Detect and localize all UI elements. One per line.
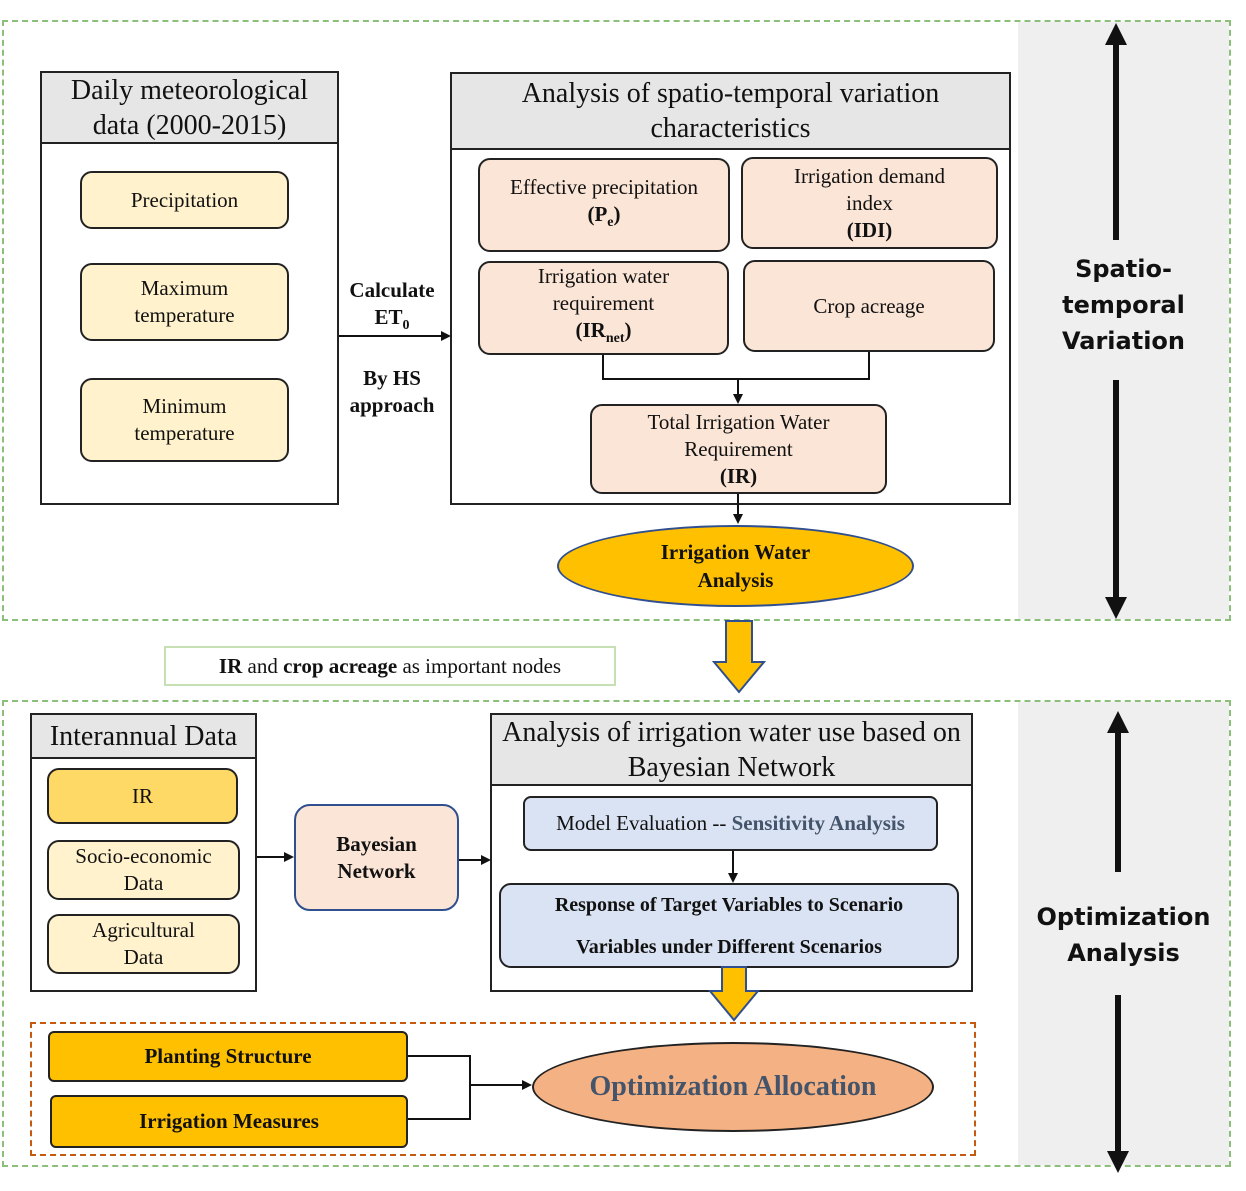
irnet-label: Irrigation water requirement: [537, 264, 670, 316]
optimization-allocation-ellipse: Optimization Allocation: [532, 1042, 934, 1132]
et-main: ET: [374, 304, 403, 329]
pe-sub: e: [607, 215, 614, 231]
irnet-crop-connector: [602, 352, 870, 380]
effective-precipitation-box: Effective precipitation (Pe): [478, 158, 730, 252]
note-text: IR and crop acreage as important nodes: [219, 654, 561, 679]
et0-symbol: ET0: [374, 304, 409, 339]
bottom-section-frame: [2, 700, 1231, 1167]
irnet-box: Irrigation water requirement (IRnet): [478, 261, 729, 355]
total-ir-label: Total Irrigation Water Requirement: [647, 409, 830, 461]
important-nodes-note: IR and crop acreage as important nodes: [164, 646, 616, 686]
ir-data-box: IR: [47, 768, 238, 824]
min-temperature-box: Minimum temperature: [80, 378, 289, 462]
opt-side-line1: Optimization: [1036, 903, 1211, 931]
note-bold-crop: crop acreage: [283, 653, 398, 678]
interannual-data-title: Interannual Data: [32, 715, 255, 759]
planting-structure-box: Planting Structure: [48, 1031, 408, 1082]
model-evaluation-box: Model Evaluation -- Sensitivity Analysis: [523, 796, 938, 851]
block-arrow-top: [711, 620, 767, 694]
response-line2: Variables under Different Scenarios: [576, 935, 882, 958]
measures-connector: [408, 1055, 471, 1120]
optimization-analysis-label: Optimization Analysis: [1018, 898, 1229, 972]
crop-acreage-box: Crop acreage: [743, 260, 995, 352]
response-variables-box: Response of Target Variables to Scenario…: [499, 883, 959, 968]
note-bold-ir: IR: [218, 653, 243, 678]
agricultural-data-box: Agricultural Data: [47, 914, 240, 974]
eval-plain: Model Evaluation --: [556, 811, 732, 835]
response-line1: Response of Target Variables to Scenario: [554, 893, 904, 916]
sensitivity-analysis-text: Sensitivity Analysis: [731, 811, 905, 835]
hs-approach-label: By HS approach: [340, 364, 444, 420]
socio-economic-data-box: Socio-economic Data: [47, 840, 240, 900]
meteo-data-title: Daily meteorological data (2000-2015): [42, 73, 337, 144]
by-hs-text: By HS: [363, 366, 421, 390]
irrigation-measures-box: Irrigation Measures: [50, 1095, 408, 1148]
irnet-sub: net: [605, 331, 625, 347]
idi-symbol: (IDI): [846, 217, 893, 242]
precipitation-box: Precipitation: [80, 171, 289, 229]
approach-text: approach: [349, 393, 435, 417]
max-temperature-box: Maximum temperature: [80, 263, 289, 341]
top-section-frame: [2, 20, 1231, 621]
irnet-symbol: (IRnet): [575, 318, 632, 347]
optimization-area-frame: [30, 1022, 976, 1156]
idi-box: Irrigation demand index (IDI): [741, 157, 998, 249]
idi-label: Irrigation demand index: [793, 163, 946, 215]
et-sub: 0: [402, 318, 410, 334]
calculate-et0-label: Calculate ET0: [340, 277, 444, 339]
calculate-text: Calculate: [349, 277, 435, 302]
pe-symbol: (Pe): [587, 201, 621, 231]
spatio-temporal-label: Spatio-temporal Variation: [1018, 255, 1229, 355]
irnet-main: IR: [582, 318, 606, 343]
bayesian-network-box: Bayesian Network: [294, 804, 459, 911]
side-label-line1: Spatio-temporal: [1062, 255, 1185, 319]
pe-label: Effective precipitation: [510, 174, 698, 199]
pe-main: P: [594, 201, 608, 226]
opt-side-line2: Analysis: [1067, 939, 1180, 967]
irrigation-water-analysis-ellipse: Irrigation Water Analysis: [557, 525, 914, 607]
block-arrow-bottom: [707, 966, 761, 1022]
note-tail: as important nodes: [397, 653, 562, 678]
total-ir-box: Total Irrigation Water Requirement (IR): [590, 404, 887, 494]
note-mid: and: [242, 653, 284, 678]
total-ir-symbol: (IR): [719, 463, 758, 488]
spatio-temporal-analysis-title: Analysis of spatio-temporal variation ch…: [452, 74, 1009, 150]
side-label-line2: Variation: [1062, 327, 1185, 355]
bn-analysis-title: Analysis of irrigation water use based o…: [492, 715, 971, 786]
